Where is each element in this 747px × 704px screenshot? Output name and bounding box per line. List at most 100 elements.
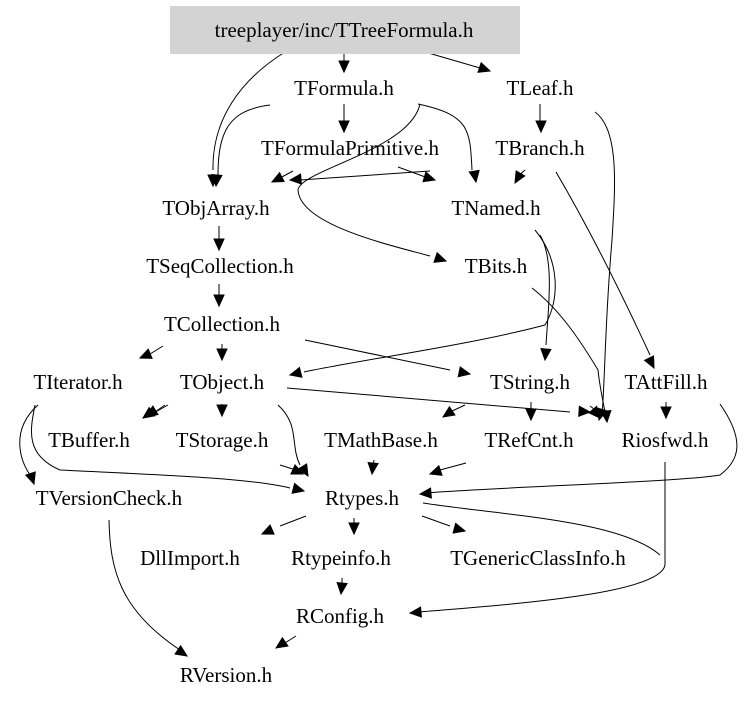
edge-line xyxy=(539,234,550,346)
node-label: TGenericClassInfo.h xyxy=(450,546,626,570)
edge-line xyxy=(422,502,661,556)
node-tformula[interactable]: TFormula.h xyxy=(294,76,394,100)
node-tobject[interactable]: TObject.h xyxy=(180,370,265,394)
node-dllimport[interactable]: DllImport.h xyxy=(140,546,240,570)
edge-tversioncheck-to-rversion xyxy=(108,519,189,657)
arrowhead-icon xyxy=(540,348,552,362)
edge-line xyxy=(19,404,39,476)
edge-tformula-to-tnamed xyxy=(417,103,480,184)
arrowhead-icon xyxy=(422,171,437,183)
node-label: TString.h xyxy=(490,370,570,394)
edge-titerator-to-rtypes xyxy=(31,404,306,494)
arrowhead-icon xyxy=(24,471,36,486)
edge-tnamed-to-tobject xyxy=(288,229,556,378)
arrowhead-icon xyxy=(338,60,350,74)
arrowhead-icon xyxy=(297,463,309,478)
edge-rtypes-to-rconfig xyxy=(422,502,661,556)
node-label: TNamed.h xyxy=(451,196,541,220)
node-tformulaprimitive[interactable]: TFormulaPrimitive.h xyxy=(261,136,439,160)
edge-tbranch-to-tnamed2 xyxy=(514,169,526,185)
node-tleaf[interactable]: TLeaf.h xyxy=(506,76,574,100)
arrowhead-icon xyxy=(290,463,305,475)
edge-tstring-to-trefcnt xyxy=(525,402,537,422)
node-label: TLeaf.h xyxy=(506,76,574,100)
edge-tstorage-to-rtypes xyxy=(279,463,305,475)
edge-tmathbase-to-rtypes xyxy=(367,459,379,476)
edge-tformula-to-tobjarray xyxy=(211,104,271,188)
arrowhead-icon xyxy=(578,405,592,417)
edge-tcollection-to-titerator xyxy=(138,345,164,359)
edge-rconfig-to-rversion xyxy=(274,635,297,649)
edge-tobjarray-to-tseqcollection xyxy=(213,226,225,252)
edge-titerator-to-tversioncheck xyxy=(19,404,39,486)
edge-trefcnt-to-rtypes xyxy=(428,462,467,476)
arrowhead-icon xyxy=(348,522,360,536)
node-rversion[interactable]: RVersion.h xyxy=(180,663,273,687)
node-label: TSeqCollection.h xyxy=(146,254,294,278)
edge-tattfill-to-riosfwd xyxy=(660,402,672,420)
arrowhead-icon xyxy=(338,120,350,134)
edge-tbits-to-riosfwd xyxy=(531,287,612,424)
node-riosfwd[interactable]: Riosfwd.h xyxy=(622,428,709,452)
node-label: TObject.h xyxy=(180,370,265,394)
node-label: Riosfwd.h xyxy=(622,428,709,452)
arrowhead-icon xyxy=(643,355,655,370)
node-label: TAttFill.h xyxy=(625,370,708,394)
edge-line xyxy=(424,403,738,494)
node-tstring[interactable]: TString.h xyxy=(490,370,570,394)
arrowhead-icon xyxy=(270,171,285,183)
node-tcollection[interactable]: TCollection.h xyxy=(164,312,281,336)
node-rconfig[interactable]: RConfig.h xyxy=(296,604,385,628)
arrowhead-icon xyxy=(600,409,612,424)
node-trefcnt[interactable]: TRefCnt.h xyxy=(484,428,574,452)
node-label: TStorage.h xyxy=(176,428,269,452)
edge-ttreeformula-to-tobjarray xyxy=(207,51,286,188)
node-label: TFormula.h xyxy=(294,76,394,100)
node-rtypeinfo[interactable]: Rtypeinfo.h xyxy=(291,546,391,570)
edge-rtypes-to-rtypeinfo xyxy=(348,518,360,536)
node-titerator[interactable]: TIterator.h xyxy=(33,370,123,394)
arrowhead-icon xyxy=(288,366,303,378)
arrowhead-icon xyxy=(418,487,432,499)
arrowhead-icon xyxy=(468,169,480,184)
edge-riosfwd-to-rconfig xyxy=(408,462,666,618)
node-tobjarray[interactable]: TObjArray.h xyxy=(162,196,270,220)
node-tstorage[interactable]: TStorage.h xyxy=(176,428,269,452)
arrowhead-icon xyxy=(274,636,289,649)
edge-tcollection-to-tobject xyxy=(216,344,228,362)
edge-line xyxy=(217,104,271,176)
edge-line xyxy=(439,462,467,471)
edge-line xyxy=(286,387,571,413)
node-tbranch[interactable]: TBranch.h xyxy=(495,136,585,160)
node-ttreeformula[interactable]: treeplayer/inc/TTreeFormula.h xyxy=(170,6,520,54)
edge-line xyxy=(151,404,169,415)
arrowhead-icon xyxy=(138,348,153,359)
node-label: TCollection.h xyxy=(164,312,281,336)
node-tversioncheck[interactable]: TVersionCheck.h xyxy=(36,486,183,510)
arrowhead-icon xyxy=(291,482,306,494)
node-tattfill[interactable]: TAttFill.h xyxy=(625,370,708,394)
node-tmathbase[interactable]: TMathBase.h xyxy=(324,428,438,452)
edge-line xyxy=(419,462,666,613)
edge-tbranch-to-tnamed xyxy=(288,170,431,185)
arrowhead-icon xyxy=(367,461,379,476)
arrowhead-icon xyxy=(535,120,547,134)
edge-rtypes-to-tgenericclassinfo xyxy=(421,515,467,534)
node-tbuffer[interactable]: TBuffer.h xyxy=(48,428,130,452)
node-tbits[interactable]: TBits.h xyxy=(465,254,528,278)
node-tseqcollection[interactable]: TSeqCollection.h xyxy=(146,254,294,278)
edge-line xyxy=(555,171,651,356)
edge-line xyxy=(304,339,451,371)
node-label: TFormulaPrimitive.h xyxy=(261,136,439,160)
edge-tobject-to-riosfwd xyxy=(286,387,592,417)
arrowhead-icon xyxy=(288,173,302,185)
arrowhead-icon xyxy=(336,581,348,596)
arrowhead-icon xyxy=(441,405,456,418)
node-tnamed[interactable]: TNamed.h xyxy=(451,196,541,220)
edge-tattfill-to-rtypes xyxy=(418,403,738,499)
node-rtypes[interactable]: Rtypes.h xyxy=(325,486,400,510)
arrowhead-icon xyxy=(408,606,422,618)
node-tgenericclassinfo[interactable]: TGenericClassInfo.h xyxy=(450,546,626,570)
